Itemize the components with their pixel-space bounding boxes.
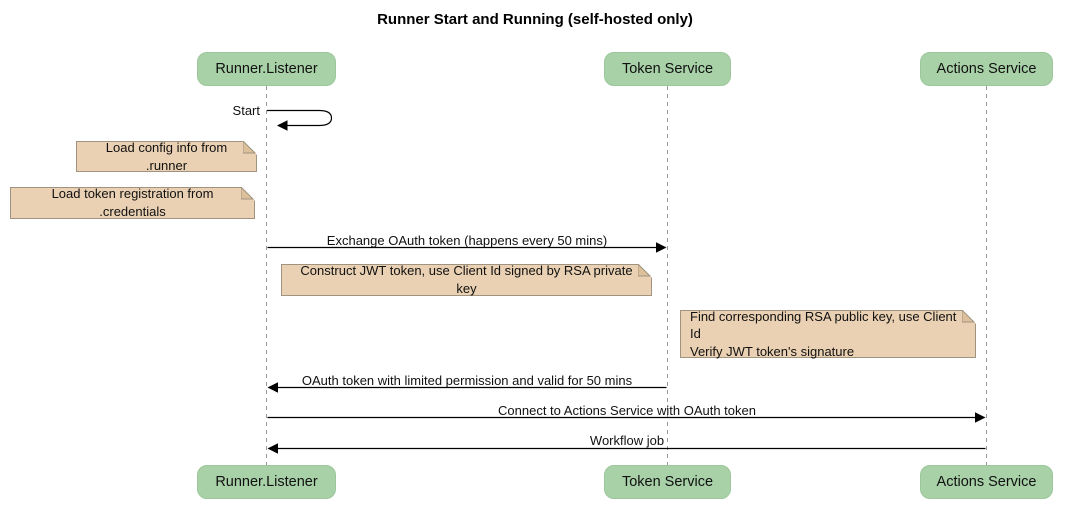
participant-label: Runner.Listener [215,61,318,77]
participant-token-service-bottom: Token Service [604,465,731,499]
note-find-rsa: Find corresponding RSA public key, use C… [680,308,976,359]
note-fold-icon [243,141,257,155]
note-fold-icon [638,264,652,278]
diagram-title: Runner Start and Running (self-hosted on… [377,11,693,28]
message-label-connect-actions: Connect to Actions Service with OAuth to… [498,403,756,418]
message-label-exchange-oauth: Exchange OAuth token (happens every 50 m… [326,233,608,248]
note-text-line2: Verify JWT token's signature [690,343,855,359]
participant-label: Runner.Listener [215,474,318,490]
participant-runner-listener-top: Runner.Listener [197,52,336,86]
arrow-start-self-message [267,109,333,131]
note-fold-icon [962,310,976,324]
message-label-start: Start [232,103,260,118]
participant-runner-listener-bottom: Runner.Listener [197,465,336,499]
note-text: Load config info from .runner [105,139,228,173]
note-construct-jwt: Construct JWT token, use Client Id signe… [281,263,652,296]
note-text: Construct JWT token, use Client Id signe… [300,263,633,296]
participant-label: Actions Service [936,61,1037,77]
participant-label: Token Service [621,474,714,490]
message-label-workflow-job: Workflow job [589,433,665,448]
participant-token-service-top: Token Service [604,52,731,86]
message-label-oauth-return: OAuth token with limited permission and … [301,373,633,388]
participant-label: Actions Service [936,474,1037,490]
note-load-config: Load config info from .runner [76,139,257,173]
note-text: Load token registration from .credential… [51,186,214,219]
note-fold-icon [241,187,255,201]
participant-label: Token Service [621,61,714,77]
note-load-token-registration: Load token registration from .credential… [10,186,255,219]
participant-actions-service-bottom: Actions Service [920,465,1053,499]
note-text-line1: Find corresponding RSA public key, use C… [690,308,957,342]
participant-actions-service-top: Actions Service [920,52,1053,86]
